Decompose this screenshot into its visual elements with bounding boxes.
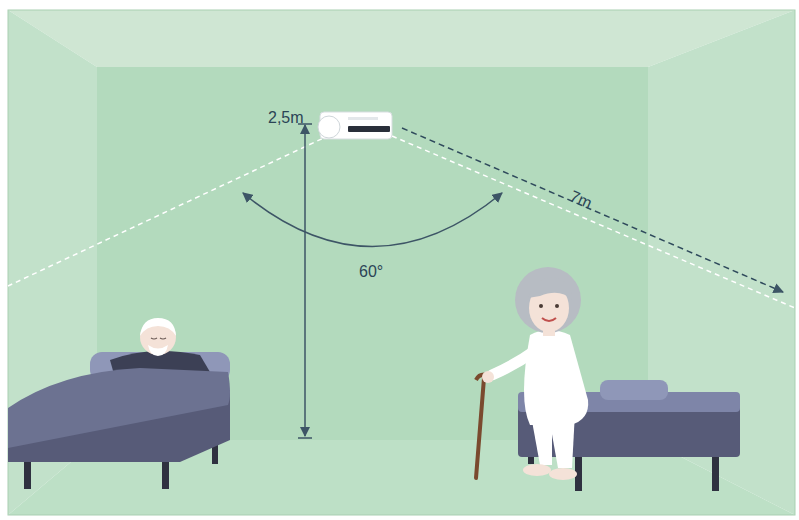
angle-label: 60° — [359, 264, 383, 280]
angle-arc — [243, 193, 502, 247]
height-dimension: 2,5m — [268, 110, 304, 126]
cane — [476, 378, 484, 478]
cone-edge — [392, 136, 795, 308]
range-arrow — [402, 128, 783, 292]
height-tick — [298, 437, 312, 439]
blanket — [8, 368, 230, 448]
bed-left — [8, 352, 230, 489]
cone-edge — [8, 135, 330, 286]
seated-woman — [476, 267, 588, 480]
sensor-device — [318, 112, 392, 139]
height-line — [304, 125, 306, 436]
frame — [8, 10, 795, 515]
